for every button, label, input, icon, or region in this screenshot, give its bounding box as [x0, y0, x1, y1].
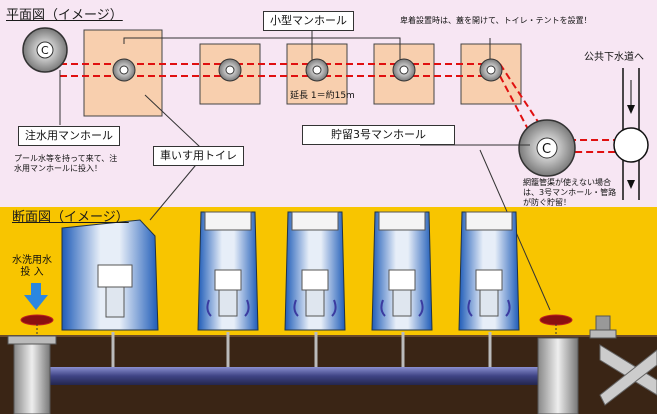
small-manhole-label: 小型マンホール — [263, 11, 354, 31]
inlet-manhole-section — [7, 314, 57, 415]
storage-manhole-label: 貯留3号マンホール — [302, 125, 455, 145]
small-manhole-5 — [479, 58, 503, 82]
toilet-booth-2 — [284, 211, 346, 331]
storage-note: 網籠管渠が使えない場合は、3号マンホール・管路が防ぐ貯留！ — [523, 178, 617, 207]
water-in-label: 水洗用水 投 入 — [12, 255, 52, 278]
toilet-booth-4 — [458, 211, 520, 331]
storage-manhole-section — [537, 314, 657, 415]
inlet-manhole-plan: C — [22, 27, 68, 73]
vertical-drains — [111, 332, 492, 367]
sewer-label: 公共下水道へ — [584, 52, 644, 63]
svg-text:C: C — [41, 44, 49, 57]
public-sewer — [613, 68, 649, 200]
note-top: 卑着設置時は、蓋を開けて、トイレ・テントを設置！ — [400, 16, 592, 25]
small-manhole-4 — [392, 58, 416, 82]
section-title: 断面図（イメージ） — [12, 210, 129, 225]
toilet-booth-3 — [371, 211, 433, 331]
inlet-manhole-label: 注水用マンホール — [18, 126, 120, 146]
storage-manhole-plan: C — [518, 119, 576, 177]
inlet-note: プール水等を持って来て、注水用マンホールに投入！ — [14, 154, 118, 173]
section-pipe — [40, 367, 550, 385]
plan-title: 平面図（イメージ） — [6, 8, 123, 23]
wheelchair-booth — [61, 219, 159, 331]
water-inlet-arrow — [24, 283, 48, 310]
toilet-label: 車いす用トイレ — [153, 146, 244, 166]
toilet-booth-1 — [197, 211, 259, 331]
small-manhole-3 — [305, 58, 329, 82]
small-manhole-2 — [218, 58, 242, 82]
distance-label: 延長 1＝約15m — [290, 91, 355, 101]
small-manhole-1 — [112, 58, 136, 82]
svg-text:C: C — [542, 142, 551, 157]
